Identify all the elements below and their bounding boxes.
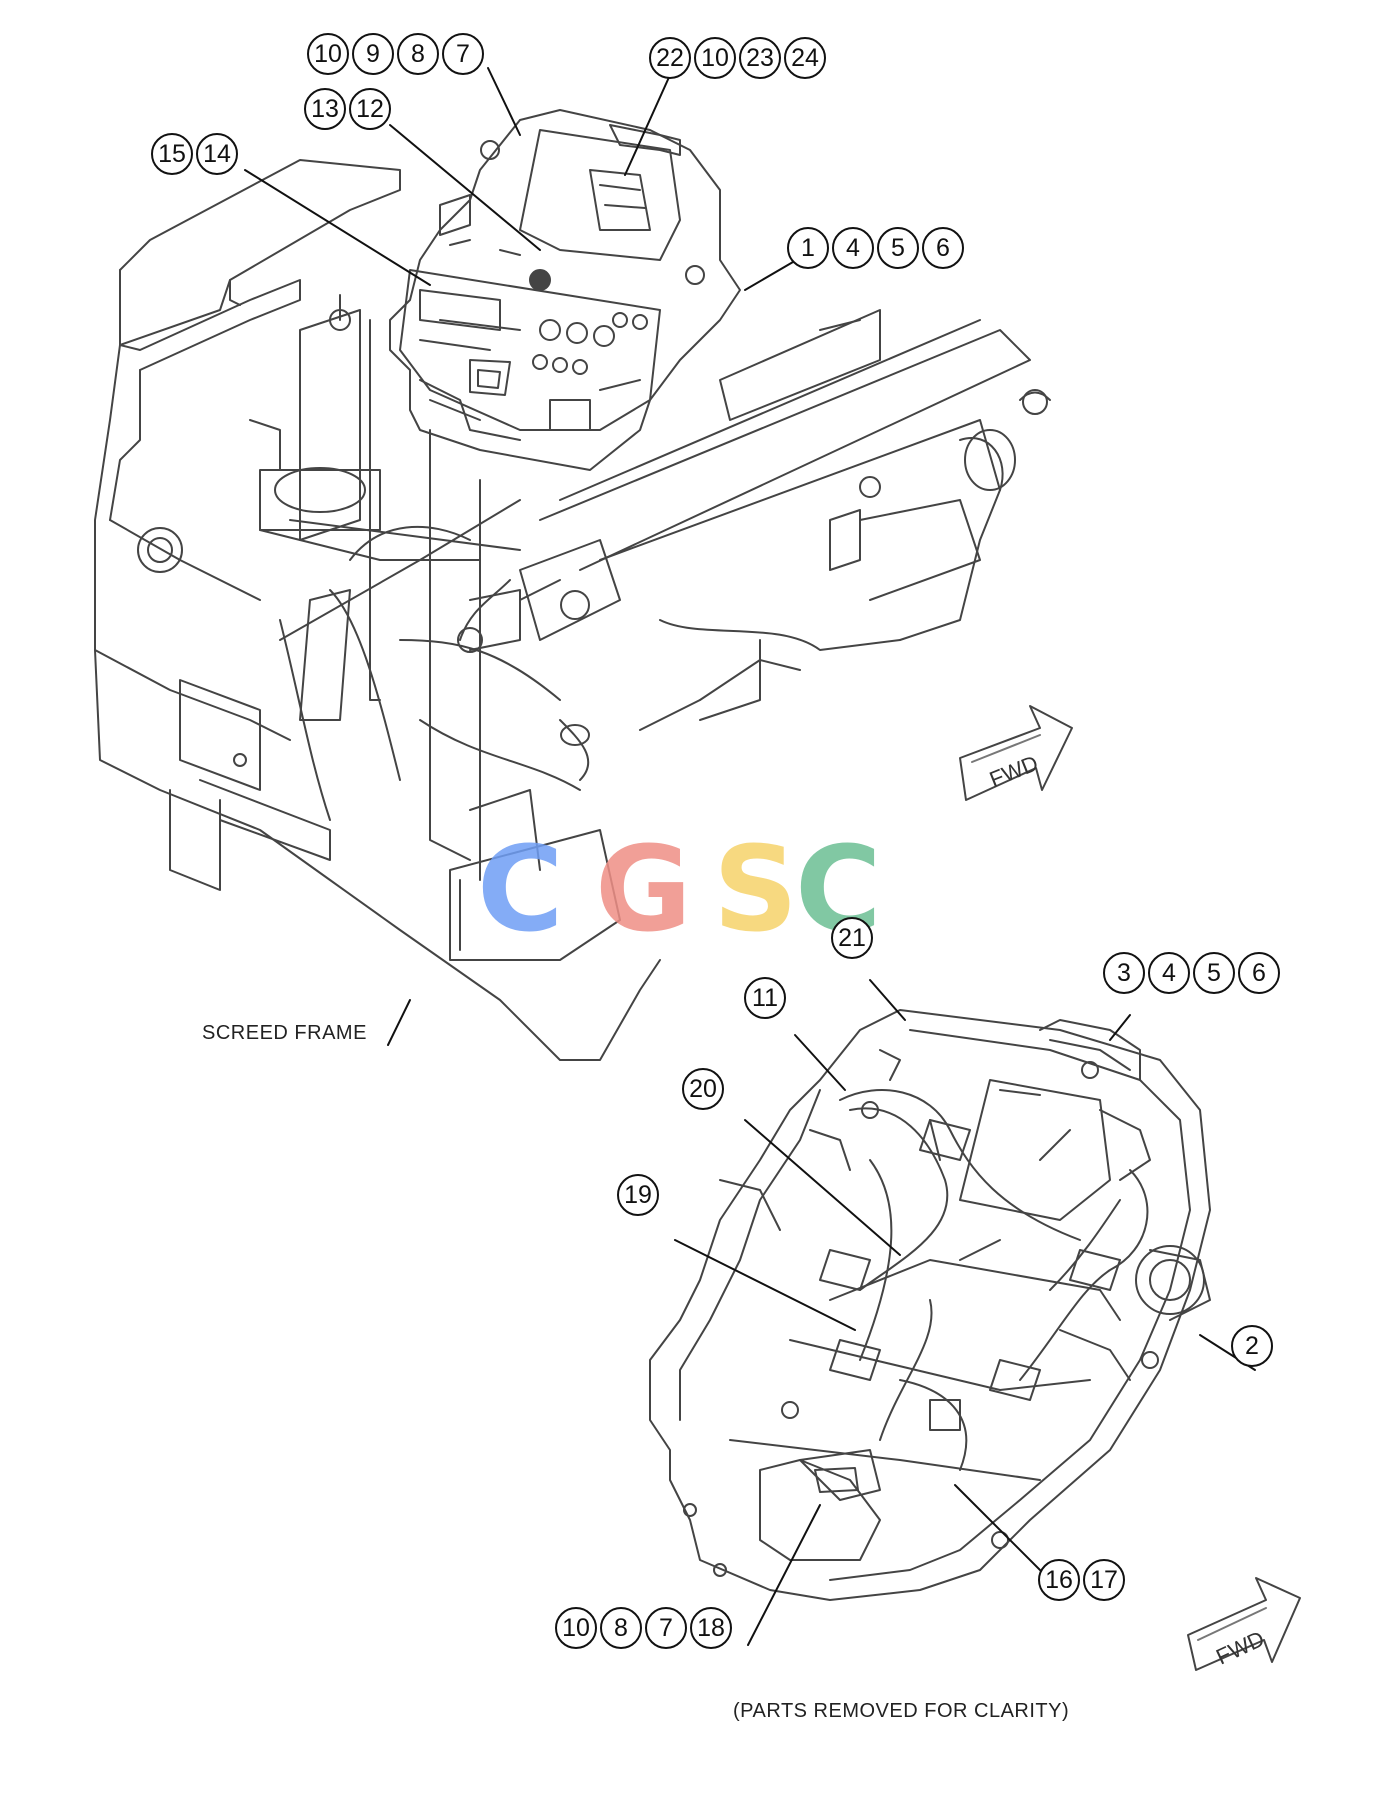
callout-bubble: 21 xyxy=(831,917,873,959)
callout-bubble: 9 xyxy=(352,33,394,75)
callout-bubble: 14 xyxy=(196,133,238,175)
watermark-letter-c1: C xyxy=(477,820,564,958)
callout-bubble: 16 xyxy=(1038,1559,1080,1601)
callout-bubble: 24 xyxy=(784,37,826,79)
callout-bubble: 7 xyxy=(645,1607,687,1649)
callout-bubble: 10 xyxy=(555,1607,597,1649)
screed-frame-label: SCREED FRAME xyxy=(202,1022,367,1044)
callout-bubble: 4 xyxy=(1148,952,1190,994)
callout-bubble: 19 xyxy=(617,1174,659,1216)
callout-bubble: 10 xyxy=(694,37,736,79)
callout-bubble: 12 xyxy=(349,88,391,130)
callout-bubble: 1 xyxy=(787,227,829,269)
callout-bubble: 2 xyxy=(1231,1325,1273,1367)
callout-bubble: 20 xyxy=(682,1068,724,1110)
support-arm-drawing xyxy=(457,309,1051,781)
callout-bubble: 10 xyxy=(307,33,349,75)
callout-bubble: 8 xyxy=(600,1607,642,1649)
callout-bubble: 6 xyxy=(1238,952,1280,994)
callout-bubble: 5 xyxy=(877,227,919,269)
callout-bubble: 11 xyxy=(744,977,786,1019)
callout-bubble: 13 xyxy=(304,88,346,130)
callout-bubble: 7 xyxy=(442,33,484,75)
fwd-arrow-lower: FWD xyxy=(1187,1577,1301,1671)
callout-bubble: 23 xyxy=(739,37,781,79)
leader-lines xyxy=(244,67,1256,1646)
callout-bubble: 17 xyxy=(1083,1559,1125,1601)
watermark-letter-g: G xyxy=(595,820,692,958)
parts-removed-note: (PARTS REMOVED FOR CLARITY) xyxy=(733,1700,1070,1722)
callout-bubble: 4 xyxy=(832,227,874,269)
control-panel-upper-drawing xyxy=(389,109,741,471)
watermark-letter-s: S xyxy=(713,820,798,958)
callout-bubble: 15 xyxy=(151,133,193,175)
callout-bubble: 8 xyxy=(397,33,439,75)
callout-bubble: 3 xyxy=(1103,952,1145,994)
callout-bubble: 6 xyxy=(922,227,964,269)
control-panel-lower-drawing xyxy=(649,1009,1211,1601)
callout-bubble: 18 xyxy=(690,1607,732,1649)
fwd-arrow-upper: FWD xyxy=(959,705,1073,801)
screed-frame-drawing xyxy=(94,159,661,1061)
callout-bubble: 5 xyxy=(1193,952,1235,994)
callout-bubble: 22 xyxy=(649,37,691,79)
